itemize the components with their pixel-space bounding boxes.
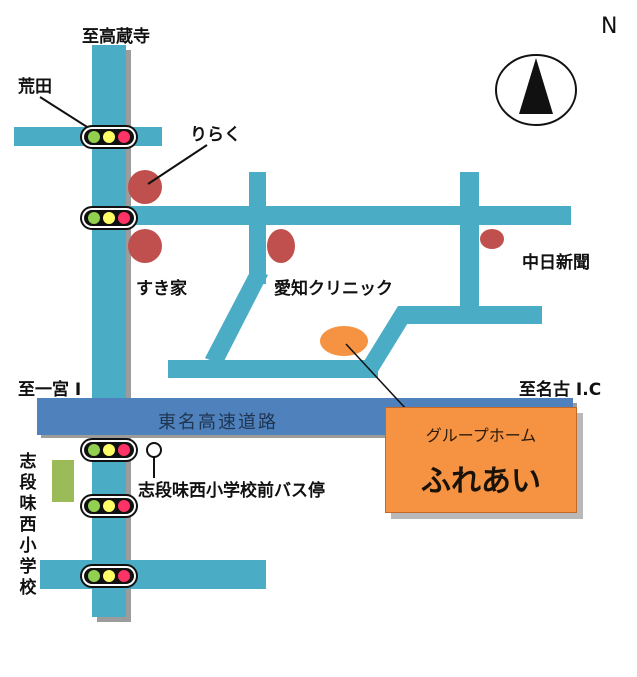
chunichi-marker — [480, 229, 504, 249]
traffic-signal-icon — [80, 206, 138, 230]
school-label: 志段味西小学校 — [19, 452, 37, 598]
compass-icon — [495, 54, 577, 126]
group-home-marker — [320, 326, 368, 356]
callout-leader — [345, 343, 408, 411]
school-building — [52, 460, 74, 502]
to-kozoji-label: 至高蔵寺 — [82, 27, 150, 47]
group-home-name: ふれあい — [421, 464, 541, 499]
clinic-marker — [267, 229, 295, 263]
traffic-signal-icon — [80, 494, 138, 518]
road-clinic-vertical — [249, 172, 266, 284]
traffic-signal-icon — [80, 125, 138, 149]
chunichi-label: 中日新聞 — [522, 253, 590, 273]
aichi-clinic-label: 愛知クリニック — [274, 279, 393, 299]
traffic-signals — [80, 125, 138, 588]
expressway-label: 東名高速道路 — [158, 412, 278, 433]
arata-label: 荒田 — [18, 77, 52, 97]
road-lower-horizontal — [168, 360, 378, 378]
arata-leader — [39, 96, 96, 133]
bus-stop-label: 志段味西小学校前バス停 — [138, 481, 325, 501]
traffic-signal-icon — [80, 438, 138, 462]
riraku-label: りらく — [190, 125, 241, 145]
to-nagoya-label: 至名古 I.C — [519, 380, 602, 400]
sukiya-label: すき家 — [136, 279, 187, 299]
to-ichinomiya-label: 至一宮 I — [18, 380, 82, 400]
riraku-leader — [147, 144, 208, 185]
group-home-subtitle: グループホーム — [425, 426, 537, 445]
road-upper-horizontal — [126, 206, 571, 225]
road-right-vertical — [460, 172, 479, 310]
road-diagonal-left — [205, 268, 268, 365]
group-home-callout: グループホーム ふれあい — [385, 407, 577, 513]
traffic-signal-icon — [80, 564, 138, 588]
north-label: N — [601, 14, 618, 39]
sukiya-marker — [128, 229, 162, 263]
riraku-marker — [128, 170, 162, 204]
road-right-horizontal — [398, 306, 542, 324]
road-diagonal-right — [358, 306, 414, 378]
road-bottom-horizontal — [40, 560, 266, 589]
bus-stop-icon — [146, 442, 162, 458]
